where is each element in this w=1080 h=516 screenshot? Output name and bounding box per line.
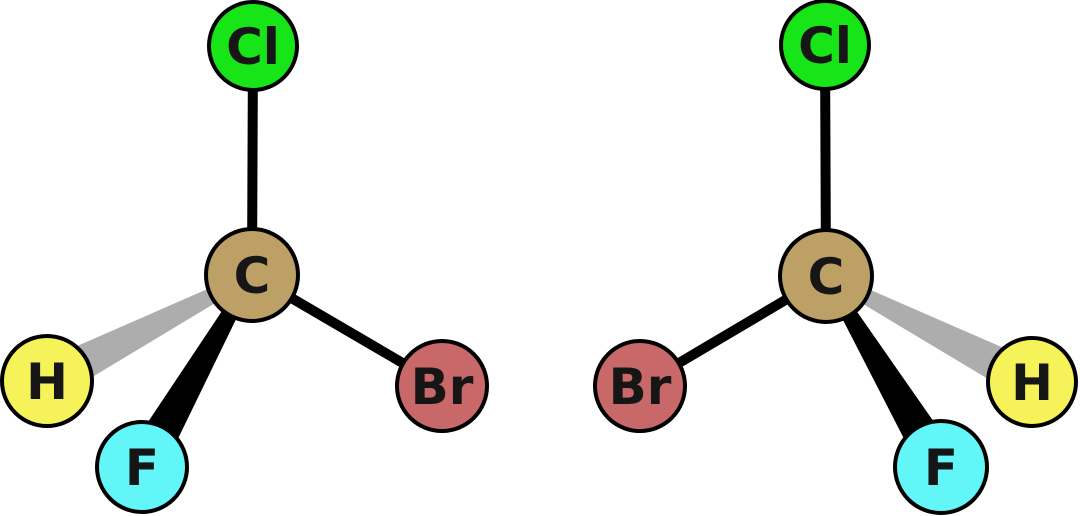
atom-circle-h bbox=[0, 334, 94, 428]
atom-circle-f bbox=[893, 419, 989, 515]
atom-circle-h bbox=[986, 336, 1078, 428]
atom-circle-c bbox=[778, 228, 874, 324]
atom-circle-br bbox=[593, 339, 687, 433]
atom-circle-cl bbox=[207, 0, 299, 92]
atom-circle-f bbox=[95, 420, 189, 514]
bond-c-h-back-wedge bbox=[823, 271, 1042, 400]
atom-circle-br bbox=[395, 339, 489, 433]
bond-c-h-back-wedge bbox=[37, 270, 255, 399]
atom-circle-c bbox=[204, 227, 300, 323]
atom-circle-cl bbox=[779, 0, 871, 91]
